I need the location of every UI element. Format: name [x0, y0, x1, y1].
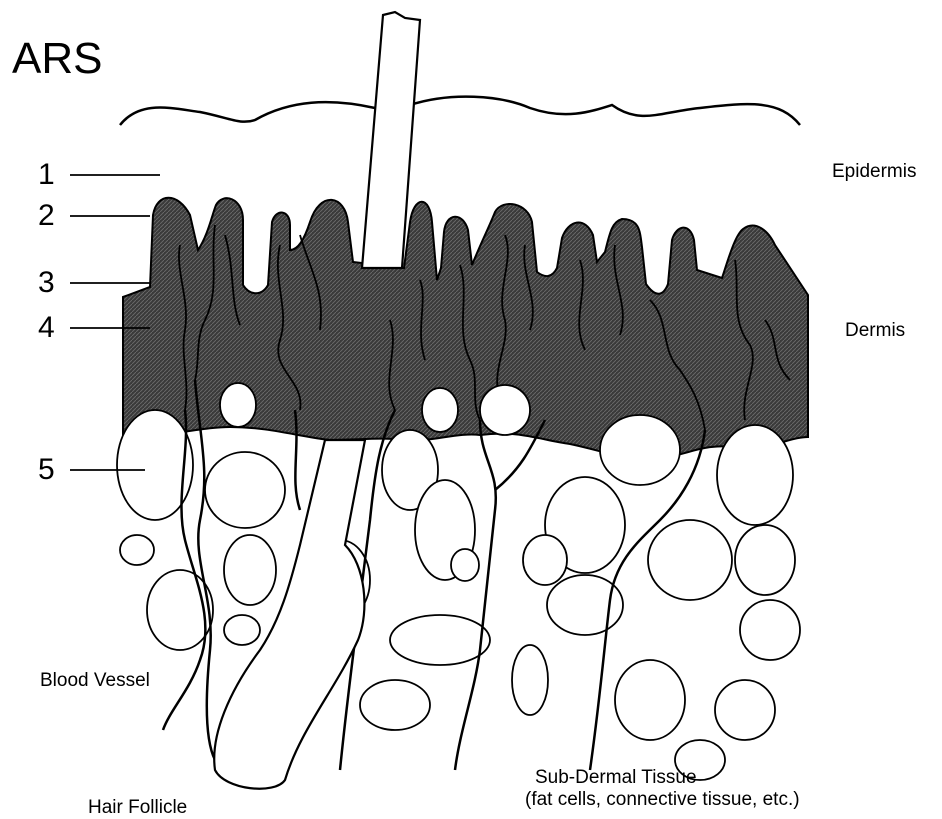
skin-surface-line [120, 97, 800, 125]
hair-follicle-label: Hair Follicle [88, 797, 187, 819]
layer-number-4: 4 [38, 311, 55, 346]
diagram-title: ARS [12, 34, 102, 85]
sub-dermal-tissue-detail: (fat cells, connective tissue, etc.) [525, 789, 800, 811]
epidermis-label: Epidermis [832, 161, 916, 183]
dermis-label: Dermis [845, 320, 905, 342]
sub-dermal-tissue-label: Sub-Dermal Tissue [535, 767, 697, 789]
layer-number-5: 5 [38, 453, 55, 488]
layer-number-3: 3 [38, 266, 55, 301]
layer-number-1: 1 [38, 158, 55, 193]
blood-vessel-label: Blood Vessel [40, 670, 150, 692]
layer-number-2: 2 [38, 199, 55, 234]
